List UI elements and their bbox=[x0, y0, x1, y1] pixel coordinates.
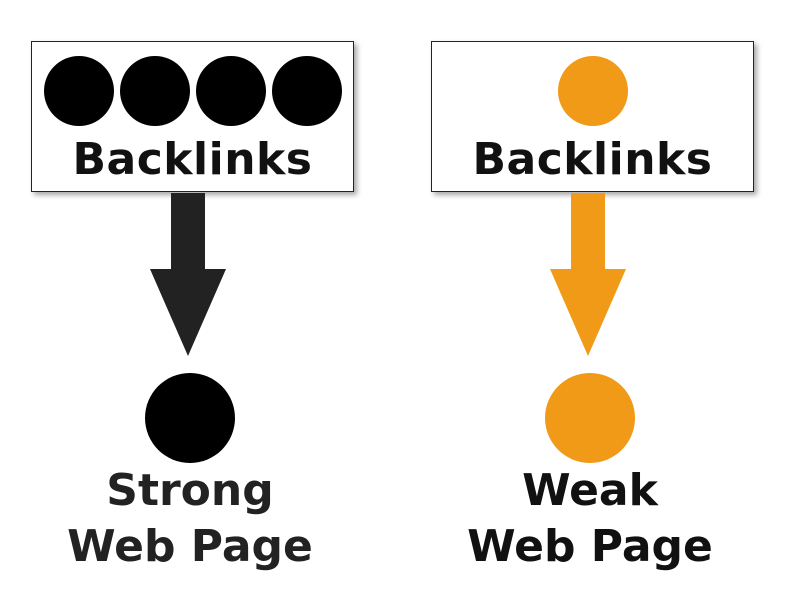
strong-backlink-dot bbox=[195, 56, 266, 126]
weak-caption-line2: Web Page bbox=[467, 521, 713, 572]
weak-web-page-dot bbox=[545, 373, 635, 463]
strong-arrow bbox=[150, 193, 226, 356]
weak-caption-line1: Weak bbox=[522, 465, 658, 516]
strong-caption-line2: Web Page bbox=[67, 521, 313, 572]
strong-backlink-dot bbox=[271, 56, 342, 126]
strong-caption-line1: Strong bbox=[106, 465, 274, 516]
weak-backlink-dots bbox=[432, 56, 753, 126]
weak-web-page-caption: Weak Web Page bbox=[420, 463, 760, 575]
strong-backlink-dot bbox=[119, 56, 190, 126]
strong-arrow-shape bbox=[150, 193, 226, 356]
weak-backlinks-box: Backlinks bbox=[431, 41, 754, 192]
strong-backlink-dot bbox=[43, 56, 114, 126]
strong-web-page-dot bbox=[145, 373, 235, 463]
strong-web-page-caption: Strong Web Page bbox=[20, 463, 360, 575]
weak-arrow bbox=[550, 193, 626, 356]
strong-backlinks-box: Backlinks bbox=[31, 41, 354, 192]
weak-arrow-shape bbox=[550, 193, 626, 356]
strong-backlinks-label: Backlinks bbox=[72, 134, 313, 185]
weak-backlinks-label: Backlinks bbox=[472, 134, 713, 185]
strong-backlink-dots bbox=[32, 56, 353, 126]
weak-backlink-dot bbox=[557, 56, 628, 126]
